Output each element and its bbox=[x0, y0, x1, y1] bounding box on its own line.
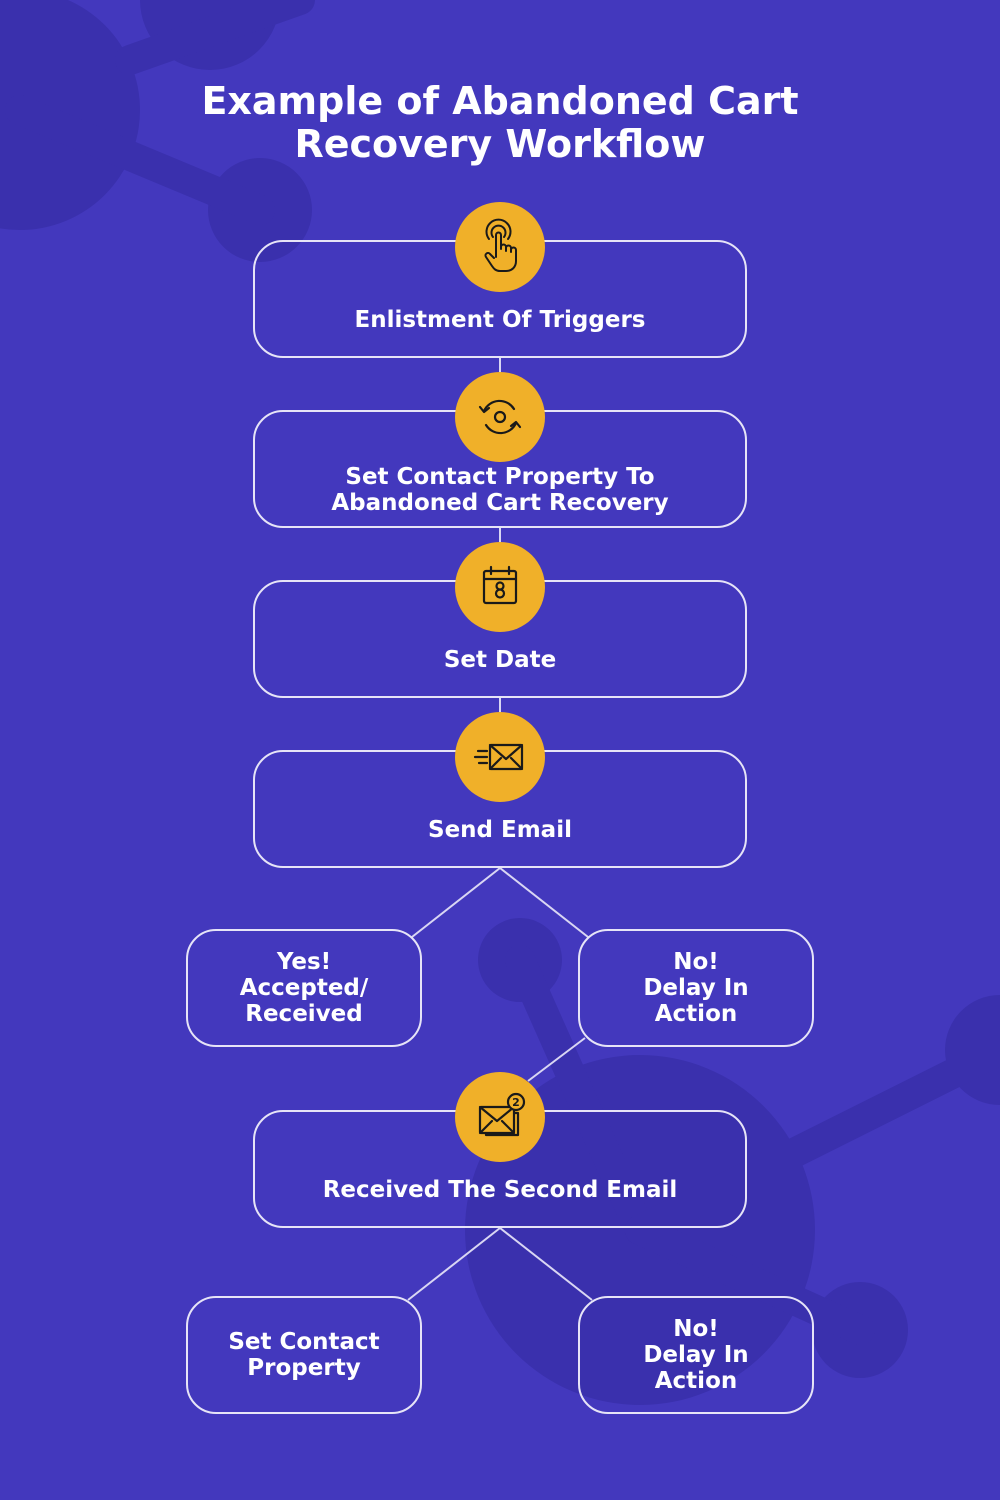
branch-right-line-1: No! bbox=[673, 1316, 719, 1342]
connector-step5-left bbox=[407, 1227, 501, 1301]
step-set-contact-property: Set Contact Property To Abandoned Cart R… bbox=[253, 410, 747, 528]
connector-no-step5 bbox=[527, 1037, 586, 1082]
email-notification-icon: 2 bbox=[478, 1092, 526, 1137]
branch-no-line-1: No! bbox=[673, 949, 719, 975]
branch-no-delay-in-action: No! Delay In Action bbox=[578, 929, 814, 1047]
branch-right-line-2: Delay In bbox=[643, 1342, 749, 1368]
branch-yes-line-3: Received bbox=[245, 1001, 363, 1027]
connector-step4-no bbox=[499, 867, 589, 938]
step-label: Set Contact Property To Abandoned Cart R… bbox=[331, 464, 669, 516]
branch-yes-line-1: Yes! bbox=[276, 949, 332, 975]
step-1-badge bbox=[455, 202, 545, 292]
branch-no-delay-in-action-2: No! Delay In Action bbox=[578, 1296, 814, 1414]
send-email-icon bbox=[473, 743, 524, 771]
refresh-cycle-icon bbox=[478, 399, 522, 435]
page-title: Example of Abandoned Cart Recovery Workf… bbox=[0, 80, 1000, 166]
branch-no-line-3: Action bbox=[654, 1001, 738, 1027]
step-label: Set Date bbox=[443, 647, 557, 673]
connector-step5-right bbox=[499, 1227, 593, 1301]
step-3-badge bbox=[455, 542, 545, 632]
email-badge-count: 2 bbox=[512, 1096, 520, 1109]
branch-left-line-2: Property bbox=[247, 1355, 361, 1381]
step-set-date: Set Date bbox=[253, 580, 747, 698]
title-line-1: Example of Abandoned Cart bbox=[201, 79, 799, 123]
branch-left-line-1: Set Contact bbox=[228, 1329, 380, 1355]
title-line-2: Recovery Workflow bbox=[294, 122, 706, 166]
step-label: Received The Second Email bbox=[322, 1177, 678, 1203]
hand-tap-icon bbox=[484, 218, 517, 272]
branch-yes-line-2: Accepted/ bbox=[239, 975, 369, 1001]
branch-right-line-3: Action bbox=[654, 1368, 738, 1394]
step-4-badge bbox=[455, 712, 545, 802]
calendar-icon bbox=[482, 565, 518, 605]
step-label: Enlistment Of Triggers bbox=[354, 307, 646, 333]
branch-yes-accepted-received: Yes! Accepted/ Received bbox=[186, 929, 422, 1047]
step-label: Send Email bbox=[428, 817, 572, 843]
branch-set-contact-property: Set Contact Property bbox=[186, 1296, 422, 1414]
connector-step4-yes bbox=[411, 867, 501, 938]
step-5-badge: 2 bbox=[455, 1072, 545, 1162]
branch-no-line-2: Delay In bbox=[643, 975, 749, 1001]
step-2-badge bbox=[455, 372, 545, 462]
